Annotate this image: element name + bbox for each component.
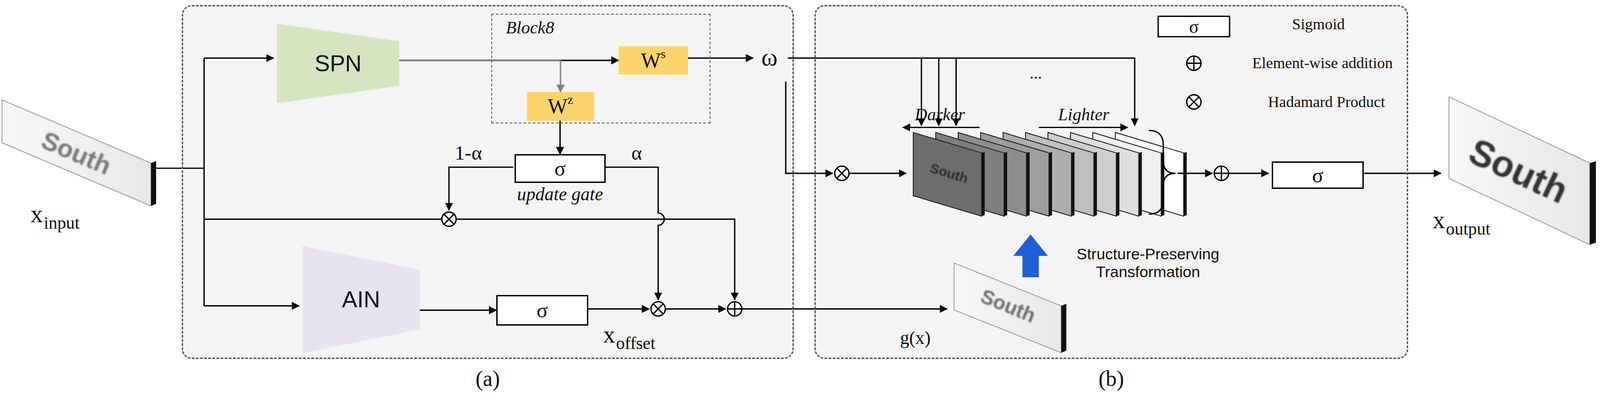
label: x <box>1432 206 1445 235</box>
image-text: South <box>977 284 1039 328</box>
label: ω <box>761 43 778 72</box>
subscript: output <box>1445 218 1491 239</box>
sigma-symbol: σ <box>536 298 548 323</box>
label: ... <box>1029 63 1042 83</box>
blue-arrow <box>1013 234 1048 278</box>
connector <box>419 309 497 312</box>
feature-map <box>913 132 982 217</box>
label: x <box>30 200 44 229</box>
label: Darker <box>914 104 966 125</box>
image-text: South <box>1462 130 1575 213</box>
image-strip <box>1 97 1596 354</box>
weight-box: Ws <box>618 46 689 75</box>
feature-map-edge <box>1026 151 1030 217</box>
weight-superscript: s <box>660 46 666 62</box>
gate-label: update gate <box>516 183 603 206</box>
weight-symbol: W <box>547 94 568 119</box>
sigmoid-box: σupdate gate <box>514 154 606 183</box>
block-label: Block8 <box>505 17 555 38</box>
weight-box: Wz <box>526 92 595 121</box>
ain-trapezoid: AIN <box>302 246 420 354</box>
weight-superscript: z <box>567 92 574 108</box>
feature-map-edge <box>1093 151 1097 217</box>
label: Structure-Preserving Transformation <box>1061 245 1236 282</box>
sigma-symbol: σ <box>1312 163 1324 188</box>
label: Lighter <box>1057 104 1110 125</box>
subscript: offset <box>616 333 656 354</box>
panel-frame: (a)SPNBlock8WsWzσupdate gateAINσ <box>181 5 794 359</box>
panel-caption: (b) <box>1098 366 1124 392</box>
feature-stack <box>913 132 1187 217</box>
legend-text: Element-wise addition <box>1235 53 1410 74</box>
sigma-symbol: σ <box>554 156 566 181</box>
label: 1-α <box>454 141 483 165</box>
subscript: input <box>43 212 80 234</box>
node-label: SPN <box>314 50 362 77</box>
connector <box>559 120 561 155</box>
node-label: AIN <box>341 286 380 314</box>
image-text: South <box>927 160 970 187</box>
sigmoid-box: σ <box>1271 161 1364 190</box>
sigmoid-box: σ <box>496 295 589 326</box>
block-frame: Block8WsWz <box>491 13 711 125</box>
feature-map-edge <box>981 151 985 217</box>
label: x <box>603 321 616 349</box>
spn-trapezoid: SPN <box>276 23 400 104</box>
label: σ <box>1188 15 1199 38</box>
feature-map-edge <box>1003 151 1008 217</box>
feature-map-edge <box>1116 151 1120 217</box>
panel-caption: (a) <box>475 366 500 392</box>
weight-symbol: W <box>640 48 661 73</box>
feature-map-edge <box>1048 151 1053 217</box>
connector <box>399 60 561 93</box>
label: g(x) <box>900 326 931 349</box>
label: α <box>631 141 642 165</box>
feature-map-edge <box>1071 151 1075 217</box>
legend-text: Sigmoid <box>1216 14 1421 35</box>
image-text: South <box>37 124 116 181</box>
feature-map-edge <box>1138 151 1143 217</box>
legend-text: Hadamard Product <box>1193 92 1460 113</box>
feature-map-edge <box>1183 151 1188 217</box>
